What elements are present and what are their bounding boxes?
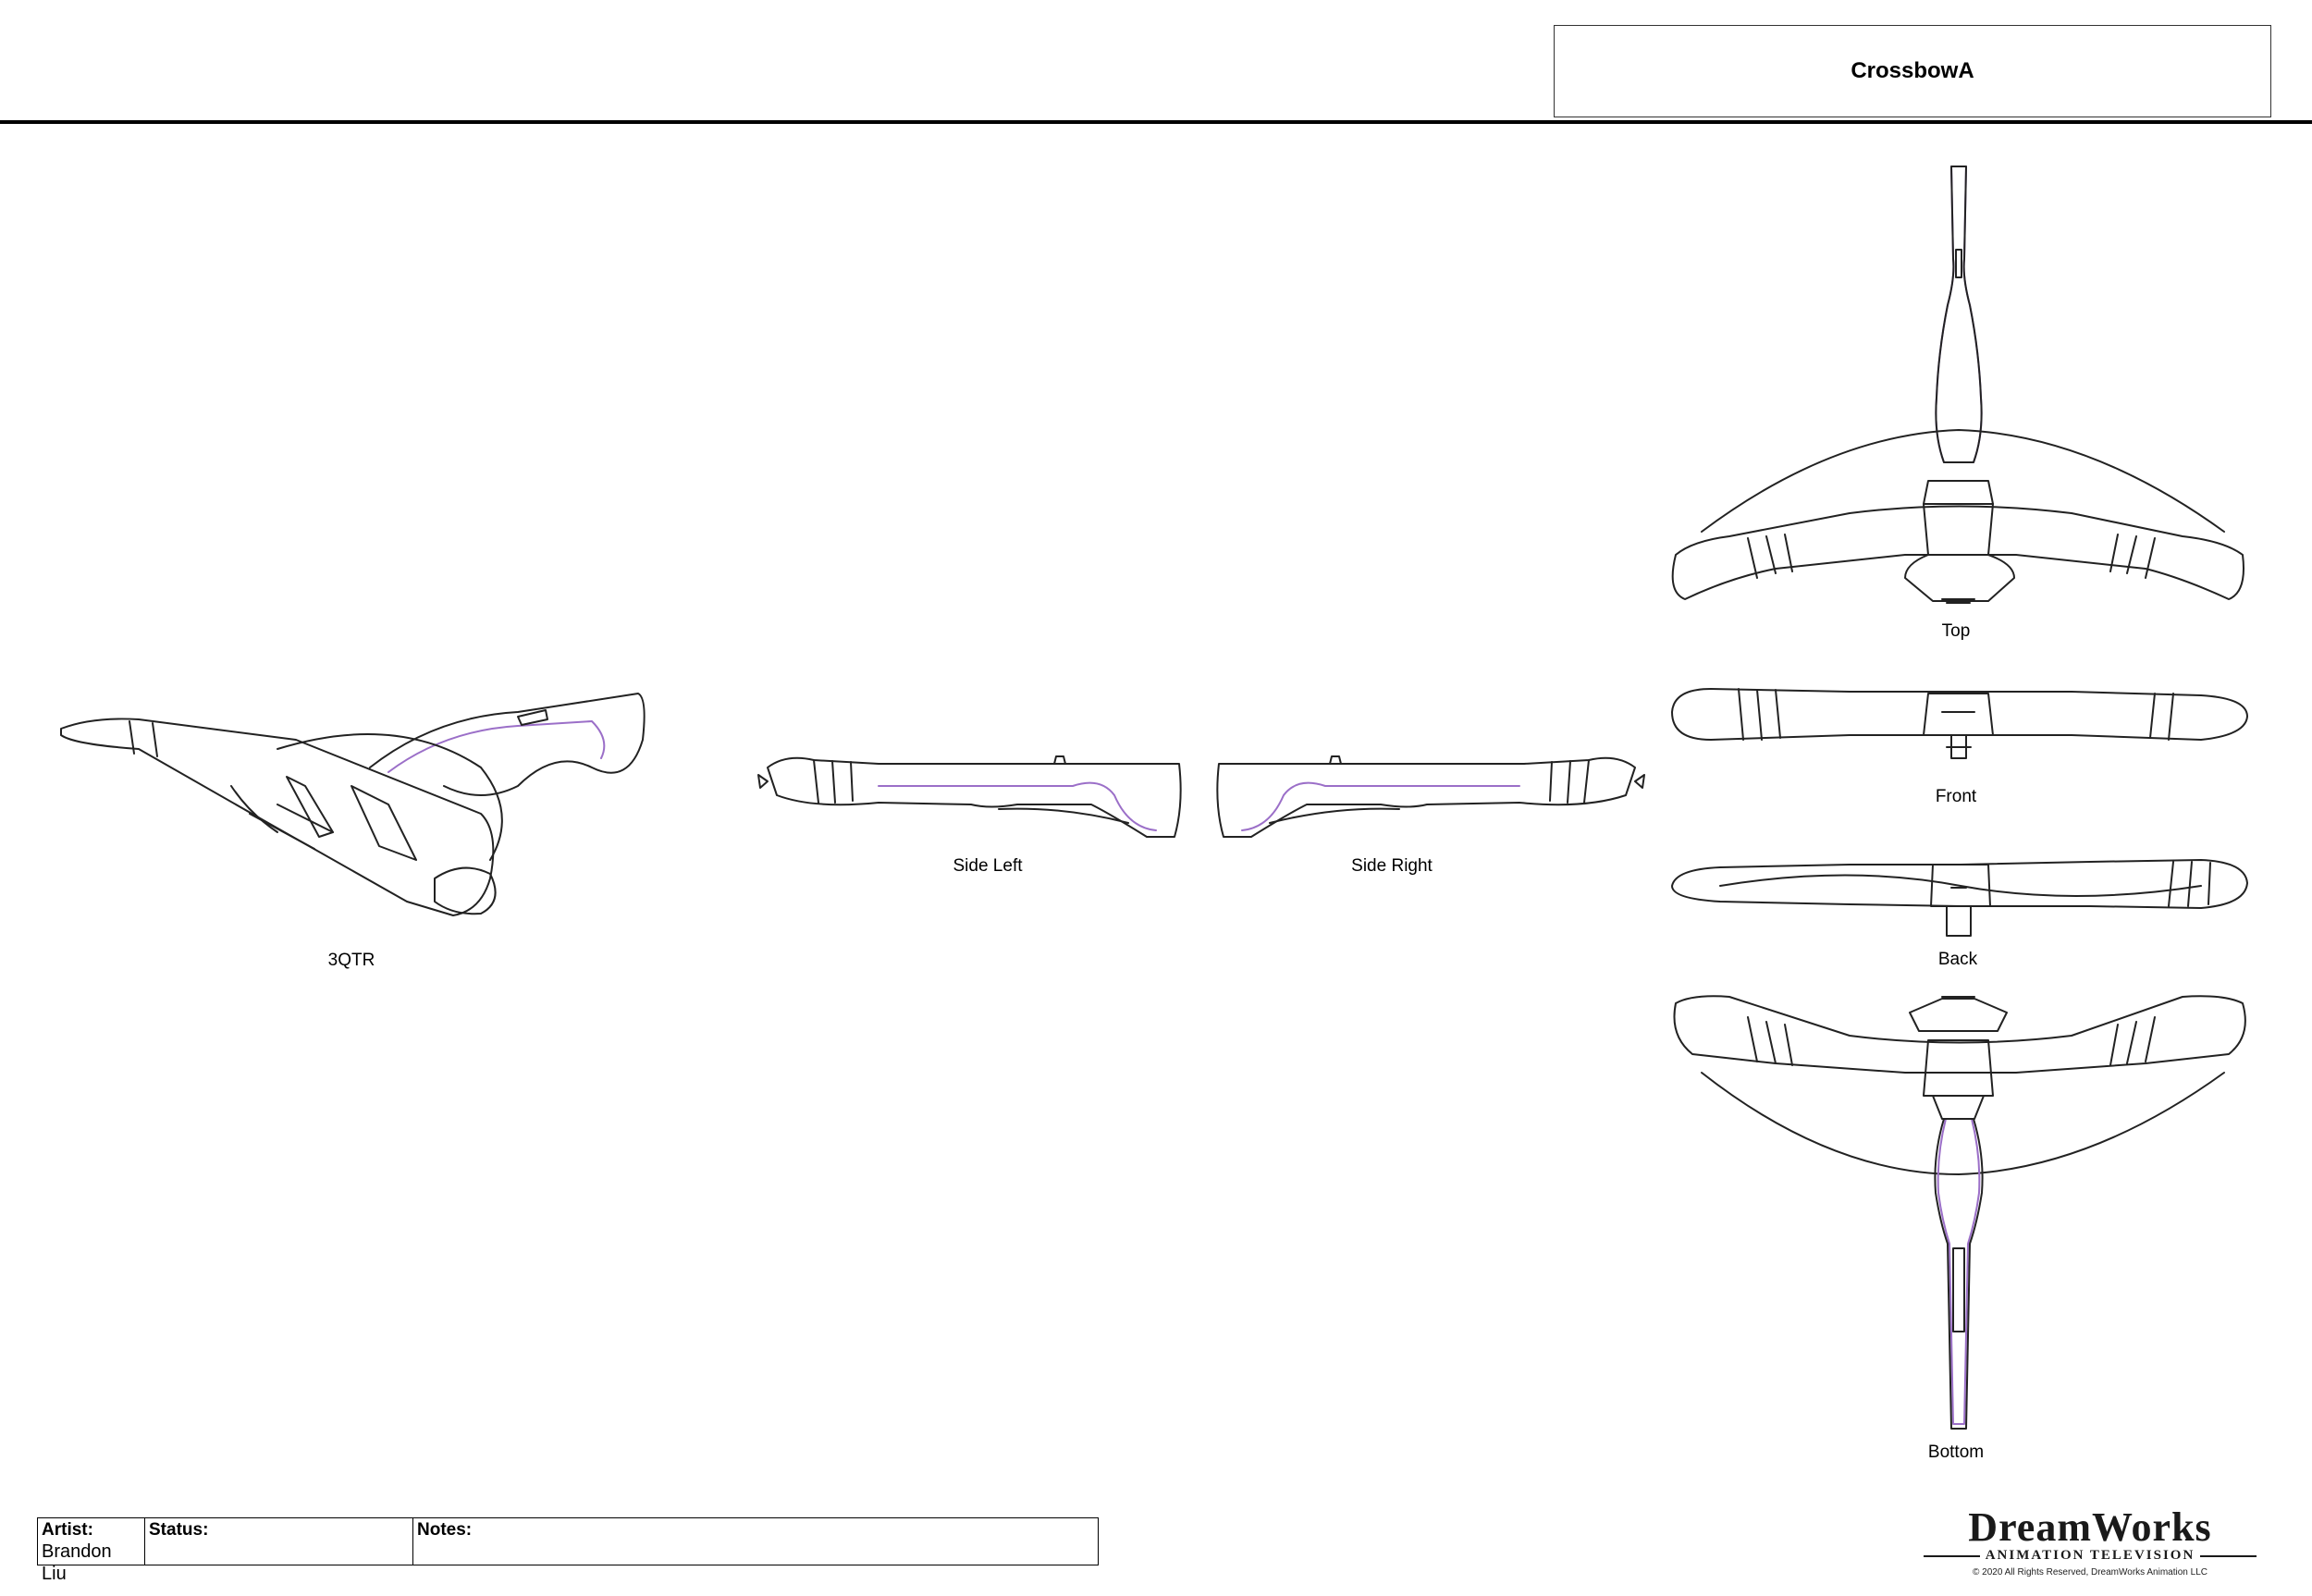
view-label-3qtr: 3QTR: [327, 951, 375, 970]
artist-label: Artist:: [42, 1520, 93, 1540]
view-label-side-right: Side Right: [1351, 856, 1433, 876]
artist-cell: Artist: Brandon Liu: [38, 1518, 145, 1584]
dreamworks-logo: DreamWorks ANIMATION TELEVISION © 2020 A…: [1924, 1507, 2257, 1578]
view-top-drawing: [1671, 166, 2244, 604]
view-back-drawing: [1671, 859, 2248, 937]
logo-rule-left: [1924, 1554, 1980, 1557]
view-bottom-drawing: [1673, 995, 2246, 1430]
notes-cell: Notes:: [413, 1518, 1098, 1565]
info-table: Artist: Brandon Liu Status: Notes:: [37, 1517, 1099, 1584]
view-label-bottom: Bottom: [1927, 1443, 1985, 1462]
view-label-top: Top: [1941, 621, 1971, 641]
view-label-front: Front: [1935, 787, 1977, 806]
logo-rule-right: [2200, 1554, 2257, 1557]
view-3qtr-drawing: [60, 693, 646, 916]
status-cell: Status:: [145, 1518, 413, 1565]
copyright-text: © 2020 All Rights Reserved, DreamWorks A…: [1973, 1567, 2207, 1578]
view-side-right-drawing: [1216, 755, 1645, 838]
view-front-drawing: [1671, 688, 2248, 759]
logo-sub-row: ANIMATION TELEVISION: [1924, 1548, 2257, 1564]
artist-value: Brandon Liu: [42, 1541, 112, 1584]
notes-label: Notes:: [417, 1520, 473, 1540]
status-label: Status:: [149, 1520, 209, 1540]
logo-main-text: DreamWorks: [1968, 1504, 2212, 1550]
view-side-left-drawing: [757, 755, 1182, 838]
logo-sub-text: ANIMATION TELEVISION: [1985, 1548, 2195, 1563]
view-label-side-left: Side Left: [953, 856, 1023, 876]
header-rule: [0, 120, 2312, 124]
title-box: CrossbowA: [1554, 25, 2271, 117]
view-label-back: Back: [1937, 950, 1978, 969]
sheet-title: CrossbowA: [1851, 58, 1974, 83]
